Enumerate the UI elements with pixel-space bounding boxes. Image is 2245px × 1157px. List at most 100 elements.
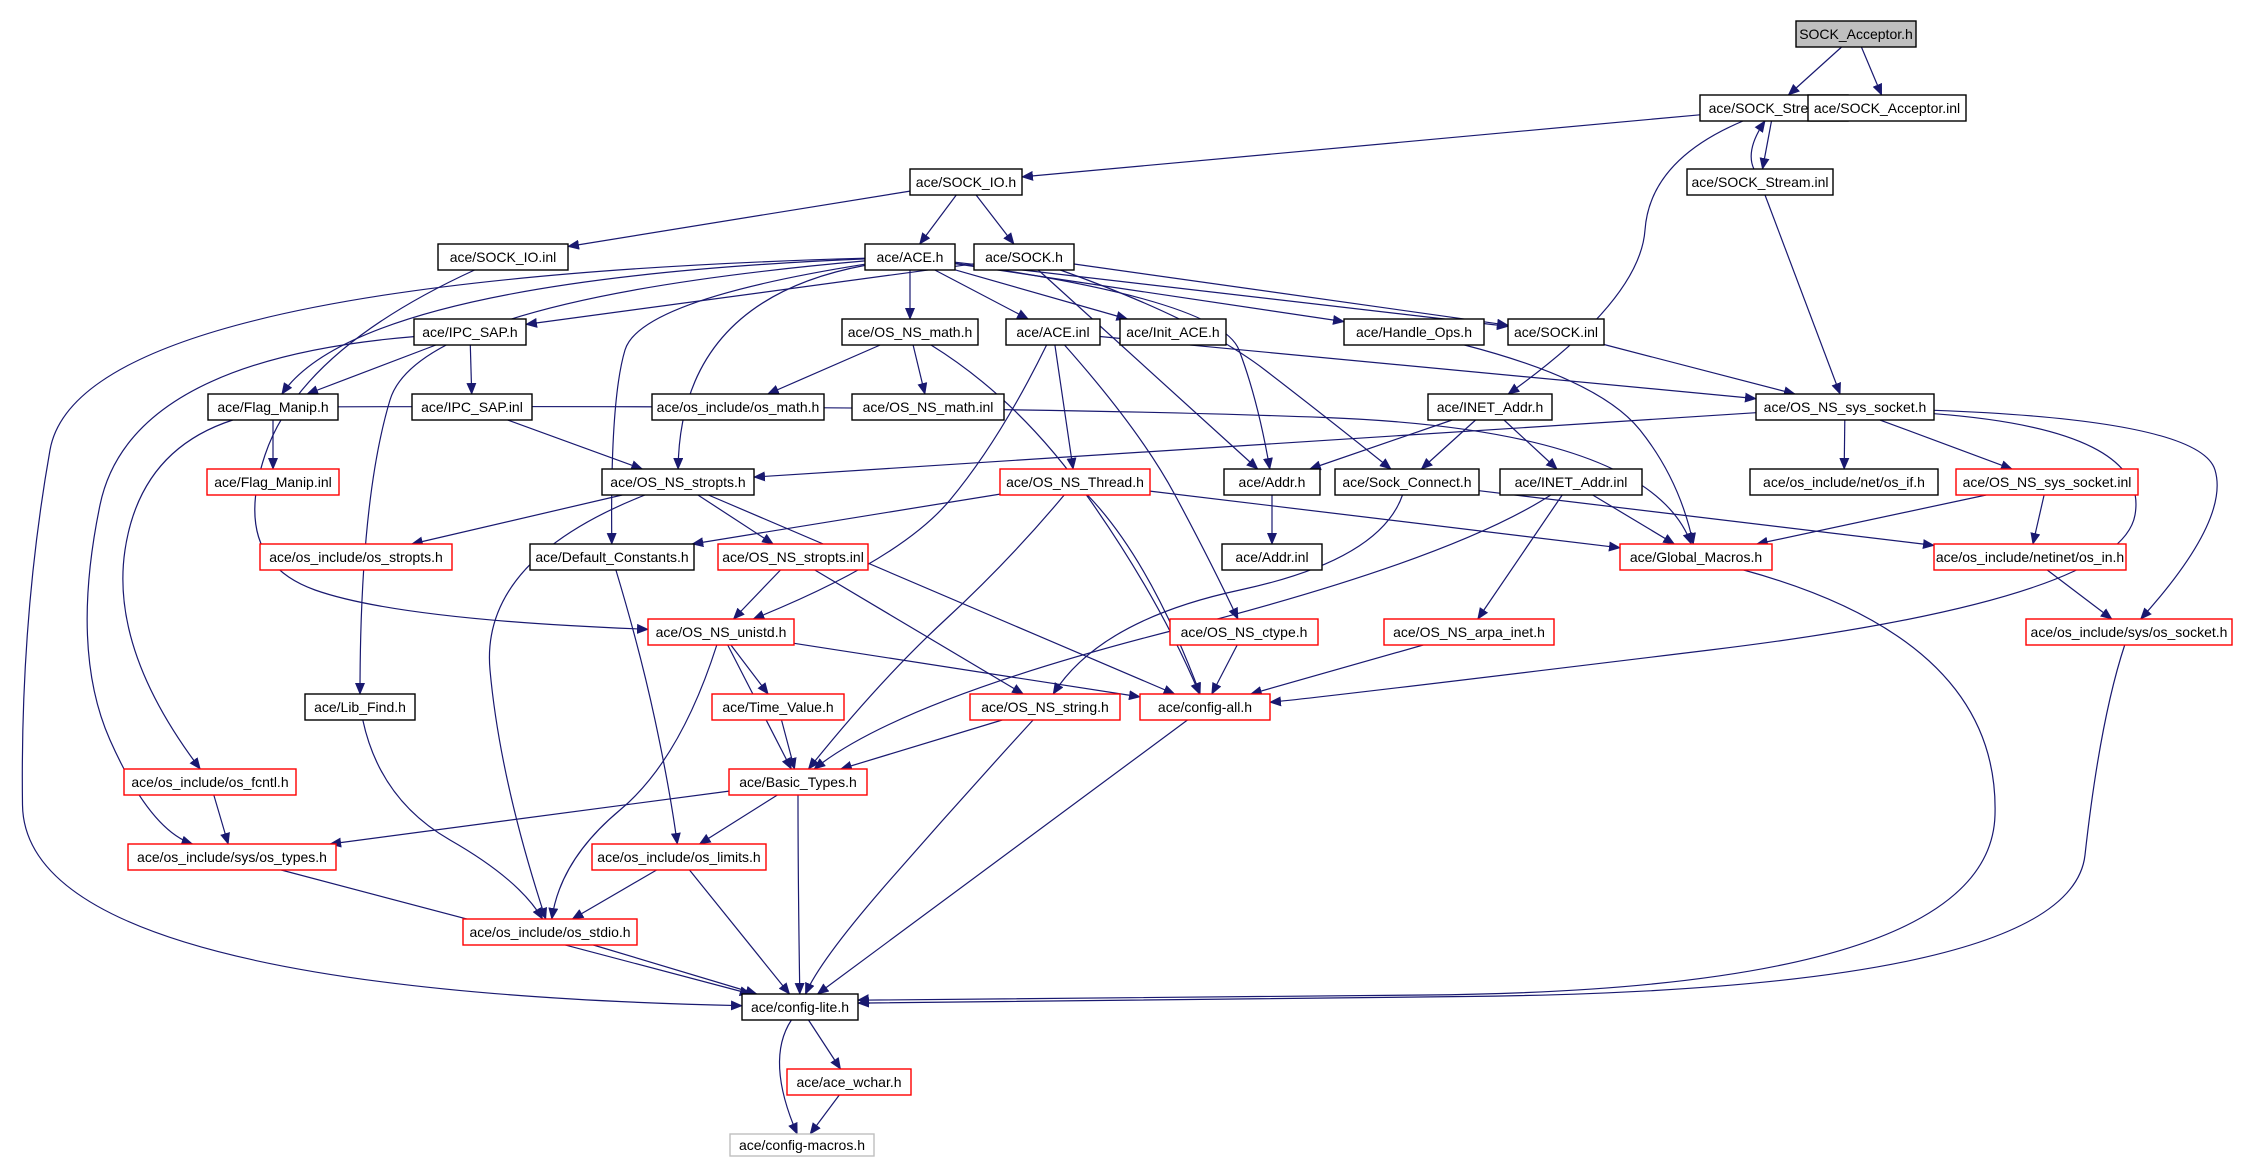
node-ace-os-include-os-fcntl-h[interactable]: ace/os_include/os_fcntl.h xyxy=(123,768,297,796)
edge-line xyxy=(1037,269,1259,470)
node-ace-os-include-os-limits-h[interactable]: ace/os_include/os_limits.h xyxy=(591,843,767,871)
edge-n3-to-n19 xyxy=(1764,194,1841,395)
edge-n37-to-n47 xyxy=(857,644,2126,1008)
edge-n22-to-n29 xyxy=(691,493,1001,548)
node-ace-os-ns-arpa-inet-h[interactable]: ace/OS_NS_arpa_inet.h xyxy=(1383,618,1555,646)
node-ace-os-ns-string-h[interactable]: ace/OS_NS_string.h xyxy=(969,693,1121,721)
node-ace-os-ns-ctype-h[interactable]: ace/OS_NS_ctype.h xyxy=(1169,618,1319,646)
node-ace-time-value-h[interactable]: ace/Time_Value.h xyxy=(711,693,845,721)
edge-line xyxy=(362,719,544,920)
edge-line xyxy=(954,262,1273,470)
node-label: ace/os_include/sys/os_types.h xyxy=(137,849,327,865)
edge-n25-to-n32 xyxy=(1592,494,1676,545)
node-ace-addr-h[interactable]: ace/Addr.h xyxy=(1223,468,1321,496)
edge-n47-to-n49 xyxy=(778,1019,798,1135)
node-box xyxy=(2025,618,2233,646)
edge-line xyxy=(934,269,1030,320)
node-ace-flag-manip-h[interactable]: ace/Flag_Manip.h xyxy=(207,393,339,421)
node-box xyxy=(601,468,755,496)
node-ace-os-ns-stropts-h[interactable]: ace/OS_NS_stropts.h xyxy=(601,468,755,496)
node-ace-ace-h[interactable]: ace/ACE.h xyxy=(864,243,956,271)
edge-n18-to-n24 xyxy=(1420,419,1477,470)
node-ace-os-include-os-stropts-h[interactable]: ace/os_include/os_stropts.h xyxy=(259,543,453,571)
node-ace-os-include-netinet-os-in-h[interactable]: ace/os_include/netinet/os_in.h xyxy=(1933,543,2127,571)
node-ace-sock-connect-h[interactable]: ace/Sock_Connect.h xyxy=(1334,468,1480,496)
node-ace-config-all-h[interactable]: ace/config-all.h xyxy=(1139,693,1271,721)
edge-line xyxy=(593,944,758,996)
node-ace-addr-inl[interactable]: ace/Addr.inl xyxy=(1221,543,1323,571)
edge-line xyxy=(778,1019,798,1135)
edge-line xyxy=(691,493,1001,548)
node-label: ace/IPC_SAP.h xyxy=(422,324,517,340)
node-box xyxy=(206,468,340,496)
edge-line xyxy=(615,569,681,845)
node-box xyxy=(304,693,416,721)
node-ace-sock-io-inl[interactable]: ace/SOCK_IO.inl xyxy=(437,243,569,271)
node-ace-os-ns-unistd-h[interactable]: ace/OS_NS_unistd.h xyxy=(647,618,795,646)
node-ace-os-ns-math-h[interactable]: ace/OS_NS_math.h xyxy=(841,318,979,346)
node-ace-init-ace-h[interactable]: ace/Init_ACE.h xyxy=(1119,318,1227,346)
node-box xyxy=(969,693,1121,721)
edge-layer xyxy=(21,46,2218,1135)
node-ace-ipc-sap-h[interactable]: ace/IPC_SAP.h xyxy=(413,318,527,346)
node-ace-os-include-os-stdio-h[interactable]: ace/os_include/os_stdio.h xyxy=(462,918,638,946)
node-label: ace/INET_Addr.h xyxy=(1437,399,1544,415)
node-box xyxy=(711,693,845,721)
edge-line xyxy=(1073,263,1509,329)
node-ace-ace-inl[interactable]: ace/ACE.inl xyxy=(1005,318,1101,346)
node-ace-sock-stream-inl[interactable]: ace/SOCK_Stream.inl xyxy=(1686,168,1834,196)
edge-n21-to-n41 xyxy=(708,494,1176,695)
node-box xyxy=(411,393,533,421)
node-box xyxy=(851,393,1005,421)
node-ace-sock-inl[interactable]: ace/SOCK.inl xyxy=(1507,318,1605,346)
edge-line xyxy=(1149,490,1621,552)
node-ace-flag-manip-inl[interactable]: ace/Flag_Manip.inl xyxy=(206,468,340,496)
node-label: ace/Time_Value.h xyxy=(722,699,833,715)
node-ace-os-include-sys-os-socket-h[interactable]: ace/os_include/sys/os_socket.h xyxy=(2025,618,2233,646)
node-ace-os-ns-math-inl[interactable]: ace/OS_NS_math.inl xyxy=(851,393,1005,421)
node-ace-ipc-sap-inl[interactable]: ace/IPC_SAP.inl xyxy=(411,393,533,421)
node-ace-os-ns-sys-socket-inl[interactable]: ace/OS_NS_sys_socket.inl xyxy=(1955,468,2139,496)
edge-n19-to-n41 xyxy=(1269,413,2137,707)
edge-line xyxy=(488,494,646,920)
node-ace-lib-find-h[interactable]: ace/Lib_Find.h xyxy=(304,693,416,721)
node-ace-inet-addr-inl[interactable]: ace/INET_Addr.inl xyxy=(1499,468,1643,496)
edge-n40-to-n47 xyxy=(804,719,1034,995)
node-ace-sock-io-h[interactable]: ace/SOCK_IO.h xyxy=(909,168,1023,196)
node-label: ace/IPC_SAP.inl xyxy=(421,399,523,415)
node-label: ace/Flag_Manip.inl xyxy=(214,474,332,490)
node-ace-config-macros-h[interactable]: ace/config-macros.h xyxy=(729,1133,875,1157)
edge-n6-to-n10 xyxy=(934,269,1030,320)
edge-line xyxy=(766,344,881,395)
node-ace-default-constants-h[interactable]: ace/Default_Constants.h xyxy=(529,543,695,571)
node-box xyxy=(647,618,795,646)
node-label: ace/Default_Constants.h xyxy=(535,549,688,565)
node-ace-sock-h[interactable]: ace/SOCK.h xyxy=(973,243,1075,271)
node-ace-os-include-net-os-if-h[interactable]: ace/os_include/net/os_if.h xyxy=(1749,468,1939,496)
node-label: ace/SOCK.inl xyxy=(1514,324,1598,340)
node-ace-os-include-os-math-h[interactable]: ace/os_include/os_math.h xyxy=(651,393,825,421)
node-ace-ace-wchar-h[interactable]: ace/ace_wchar.h xyxy=(786,1068,912,1096)
node-box xyxy=(864,243,956,271)
edge-n19-to-n21 xyxy=(753,412,1757,482)
node-label: ace/OS_NS_string.h xyxy=(981,699,1109,715)
edge-n34-to-n46 xyxy=(548,644,718,920)
node-ace-os-ns-sys-socket-h[interactable]: ace/OS_NS_sys_socket.h xyxy=(1755,393,1935,421)
edge-n10-to-n34 xyxy=(752,344,1048,620)
node-ace-inet-addr-h[interactable]: ace/INET_Addr.h xyxy=(1427,393,1553,421)
node-label: ace/os_include/os_stropts.h xyxy=(269,549,443,565)
node-label: ace/OS_NS_sys_socket.h xyxy=(1764,399,1927,415)
edge-n36-to-n41 xyxy=(1249,644,1424,696)
node-ace-os-include-sys-os-types-h[interactable]: ace/os_include/sys/os_types.h xyxy=(127,843,337,871)
node-label: ace/os_include/os_math.h xyxy=(657,399,820,415)
node-ace-global-macros-h[interactable]: ace/Global_Macros.h xyxy=(1619,543,1773,571)
edge-n19-to-n37 xyxy=(1933,409,2218,620)
node-ace-handle-ops-h[interactable]: ace/Handle_Ops.h xyxy=(1343,318,1485,346)
node-ace-os-ns-stropts-inl[interactable]: ace/OS_NS_stropts.inl xyxy=(717,543,869,571)
node-ace-os-ns-thread-h[interactable]: ace/OS_NS_Thread.h xyxy=(999,468,1151,496)
node-ace-config-lite-h[interactable]: ace/config-lite.h xyxy=(741,993,859,1021)
edge-n6-to-n47 xyxy=(21,257,866,1011)
edge-line xyxy=(306,344,437,395)
node-ace-sock-acceptor-inl[interactable]: ace/SOCK_Acceptor.inl xyxy=(1807,94,1967,122)
node-ace-basic-types-h[interactable]: ace/Basic_Types.h xyxy=(728,768,868,796)
